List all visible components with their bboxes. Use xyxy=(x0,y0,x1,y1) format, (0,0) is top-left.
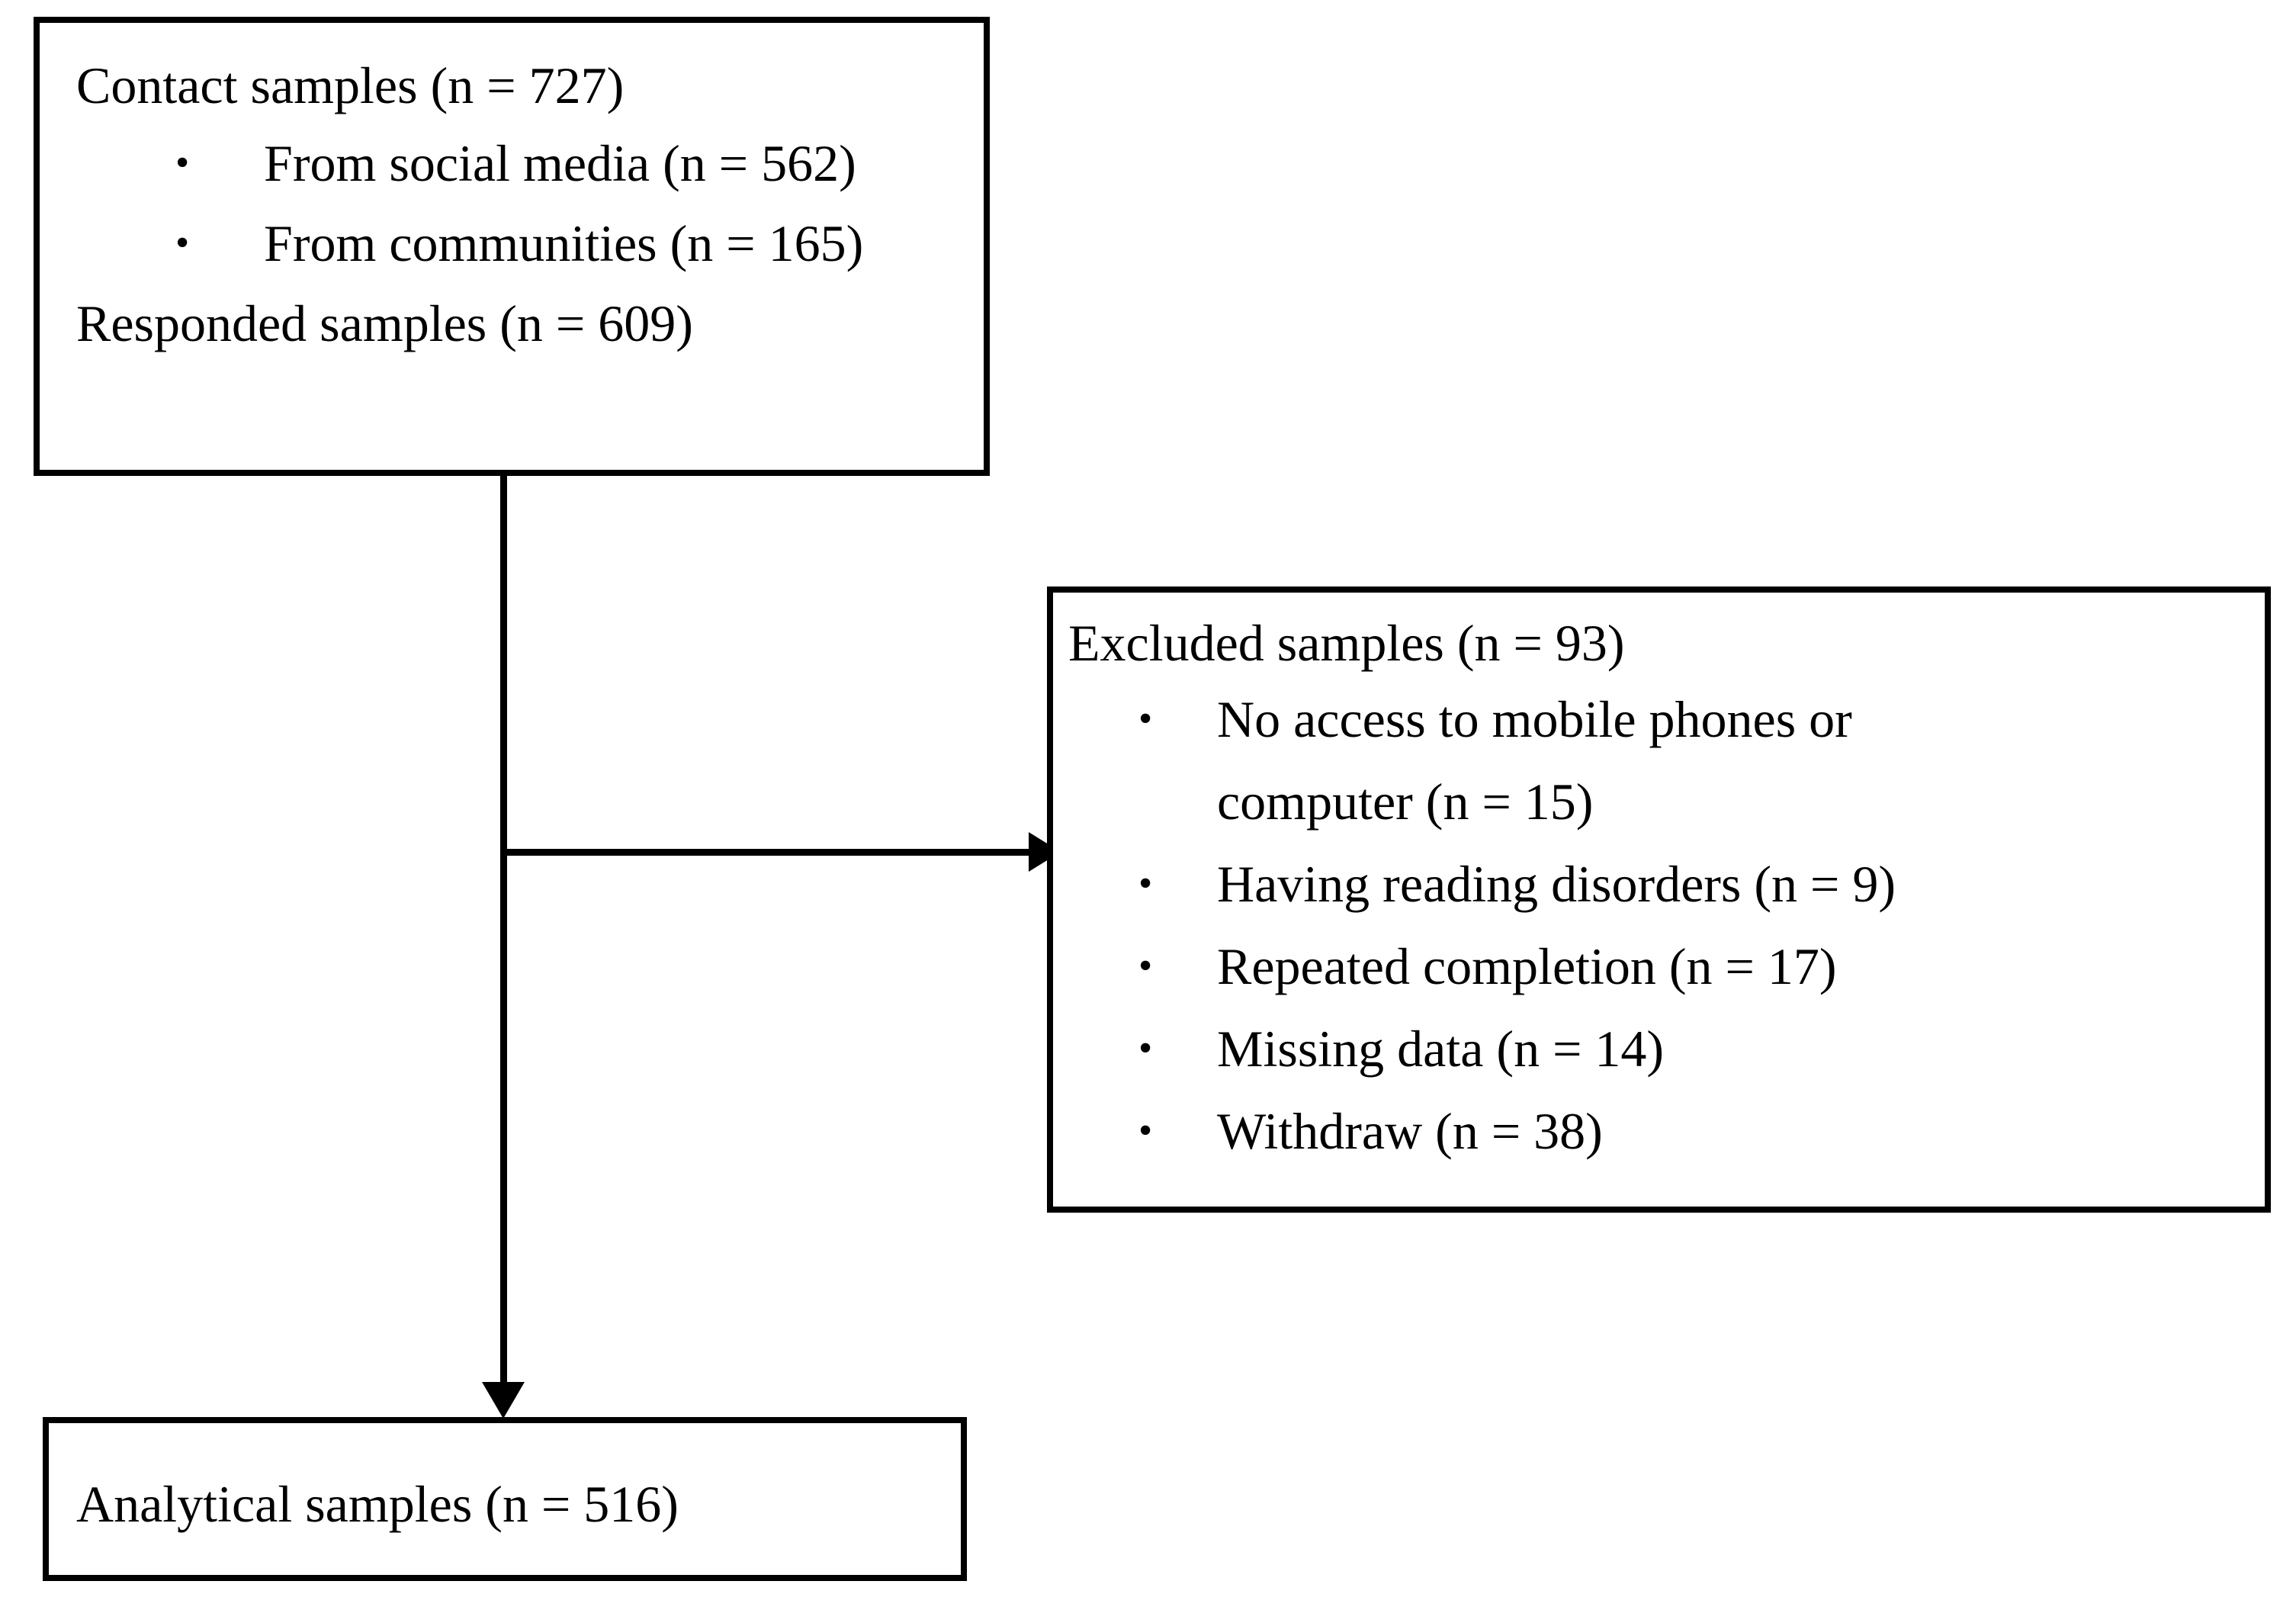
contact-samples-heading: Contact samples (n = 727) xyxy=(76,56,625,114)
excluded-bullet-repeated-completion: Repeated completion (n = 17) xyxy=(1217,937,1837,995)
excluded-samples-content: Excluded samples (n = 93) • No access to… xyxy=(1053,593,2265,1207)
bullet-dot-icon: • xyxy=(1138,1109,1153,1152)
excluded-samples-box: Excluded samples (n = 93) • No access to… xyxy=(1047,586,2271,1213)
contact-samples-box: Contact samples (n = 727) • From social … xyxy=(34,17,990,476)
analytical-samples-heading: Analytical samples (n = 516) xyxy=(76,1475,679,1533)
bullet-dot-icon: • xyxy=(175,141,190,185)
bullet-dot-icon: • xyxy=(1138,862,1153,905)
main-vertical-connector xyxy=(500,476,507,1388)
bullet-dot-icon: • xyxy=(175,221,190,265)
contact-samples-content: Contact samples (n = 727) • From social … xyxy=(40,23,984,470)
contact-bullet-social-media: From social media (n = 562) xyxy=(264,134,856,192)
analytical-samples-box: Analytical samples (n = 516) xyxy=(43,1417,967,1581)
excluded-bullet-no-access-line1: No access to mobile phones or xyxy=(1217,690,1852,748)
excluded-bullet-no-access-line2: computer (n = 15) xyxy=(1217,773,1594,831)
excluded-bullet-withdraw: Withdraw (n = 38) xyxy=(1217,1102,1603,1160)
excluded-bullet-missing-data: Missing data (n = 14) xyxy=(1217,1020,1665,1078)
branch-horizontal-connector xyxy=(507,849,1033,856)
bullet-dot-icon: • xyxy=(1138,697,1153,741)
analytical-arrowhead-icon xyxy=(482,1382,525,1419)
analytical-samples-content: Analytical samples (n = 516) xyxy=(49,1423,961,1575)
contact-bullet-communities: From communities (n = 165) xyxy=(264,214,864,272)
excluded-samples-heading: Excluded samples (n = 93) xyxy=(1068,614,1625,672)
bullet-dot-icon: • xyxy=(1138,1027,1153,1070)
bullet-dot-icon: • xyxy=(1138,944,1153,988)
responded-samples-text: Responded samples (n = 609) xyxy=(76,294,693,352)
excluded-bullet-reading-disorders: Having reading disorders (n = 9) xyxy=(1217,855,1896,913)
